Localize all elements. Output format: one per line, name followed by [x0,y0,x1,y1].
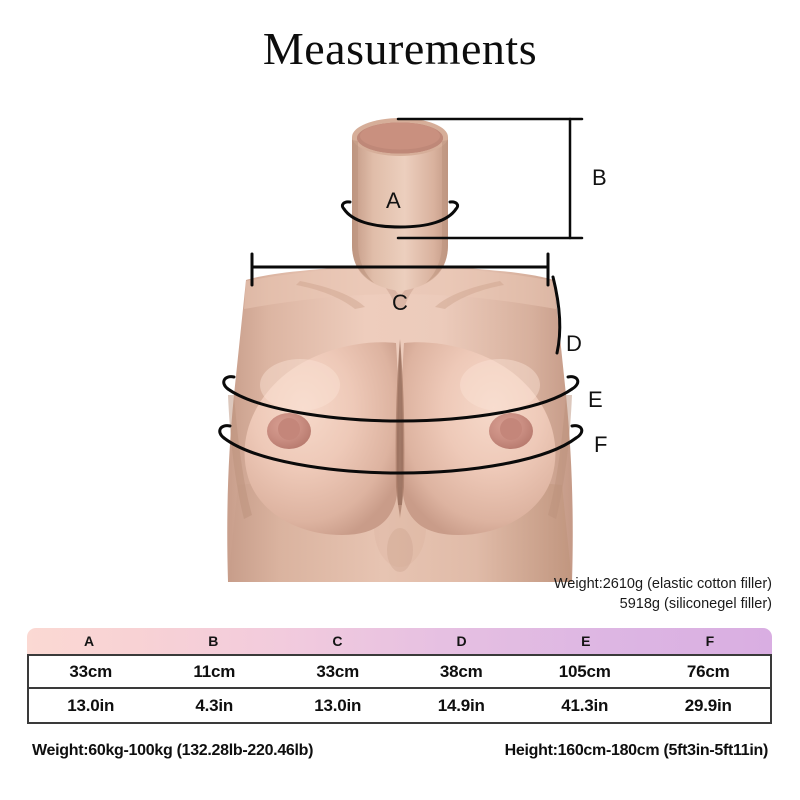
table-header-C: C [332,633,343,649]
footer-specs: Weight:60kg-100kg (132.28lb-220.46lb) He… [32,742,768,760]
table-header-D: D [456,633,467,649]
cell-cm-A: 33cm [69,661,113,681]
dimension-F [218,424,584,475]
table-header-E: E [581,633,591,649]
breast-left [244,342,400,535]
dimension-label-E: E [588,387,603,412]
measurement-figure: A B C D E F [0,95,800,595]
breast-right [400,342,556,535]
dimension-A [340,200,460,229]
dimension-E [222,375,580,423]
cell-cm-C: 33cm [316,661,360,681]
filler-weight-cotton: Weight:2610g (elastic cotton filler) [553,576,772,592]
dimension-label-C: C [392,290,408,315]
cell-in-C: 13.0in [314,695,362,715]
cell-in-A: 13.0in [67,695,115,715]
dimension-label-B: B [592,165,607,190]
cell-cm-B: 11cm [193,661,236,681]
table-row: 13.0in 4.3in 13.0in 14.9in 41.3in 29.9in [27,689,772,724]
cell-cm-D: 38cm [439,661,483,681]
dimension-label-F: F [594,432,607,457]
dimension-B [396,117,584,240]
page-title: Measurements [262,23,538,74]
cell-cm-F: 76cm [686,661,730,681]
neck [352,118,448,291]
torso-illustration [227,118,573,582]
filler-weight-note: Weight:2610g (elastic cotton filler) 591… [554,574,772,614]
table-header-F: F [705,633,715,649]
torso-edges [228,395,572,519]
footer-height-range: Height:160cm-180cm (5ft3in-5ft11in) [504,742,769,759]
table-header-row: A B C D E F [27,628,772,654]
dimension-annotations: A B C D E F [218,117,607,475]
dimension-label-A: A [386,188,401,213]
table-row: 33cm 11cm 33cm 38cm 105cm 76cm [27,654,772,689]
dimension-C [250,252,550,287]
cell-cm-E: 105cm [558,661,611,681]
table-header-A: A [84,633,95,649]
table-header-B: B [208,633,219,649]
cell-in-B: 4.3in [195,695,234,715]
cell-in-F: 29.9in [684,695,732,715]
measurement-table: A B C D E F 33cm 11cm 33cm 38cm 105cm 76… [27,628,772,724]
dimension-label-D: D [566,331,582,356]
footer-weight-range: Weight:60kg-100kg (132.28lb-220.46lb) [32,742,314,759]
dimension-D [551,275,562,355]
cell-in-D: 14.9in [437,695,485,715]
filler-weight-silicone: 5918g (siliconegel filler) [619,596,772,612]
cell-in-E: 41.3in [561,695,609,715]
